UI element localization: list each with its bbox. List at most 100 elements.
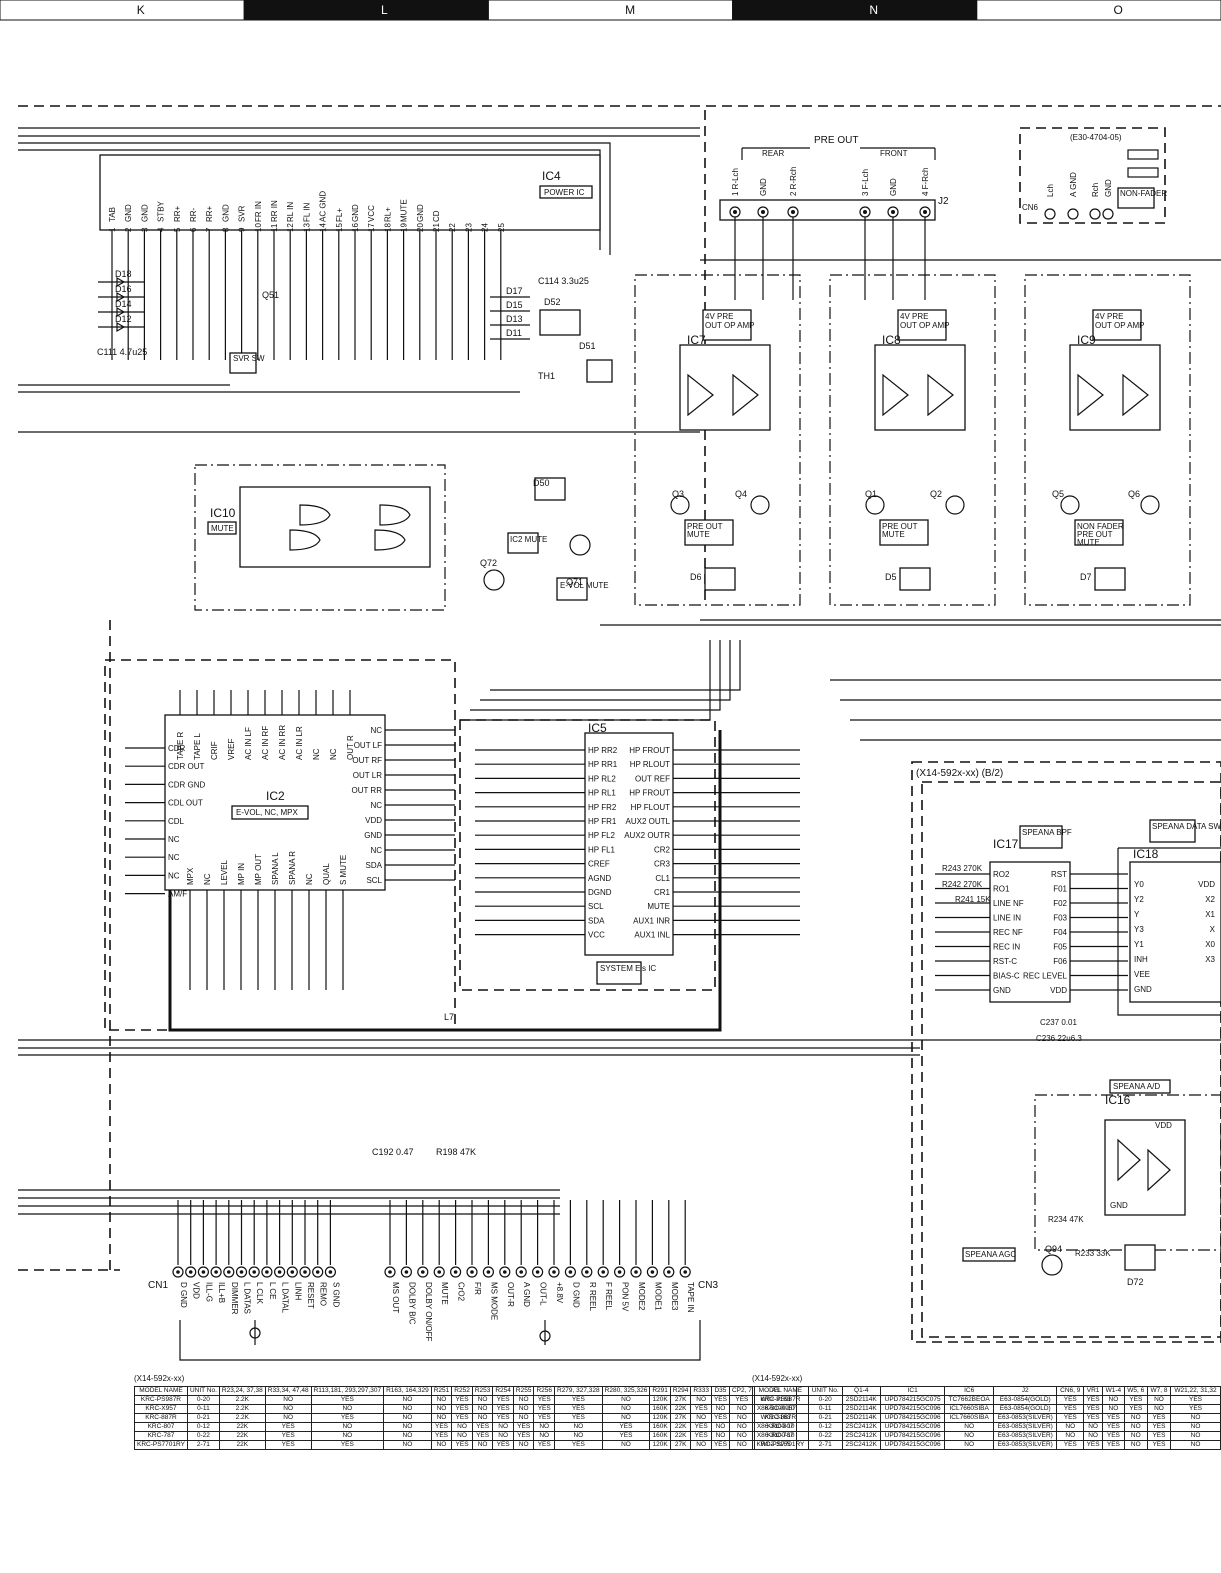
table-cell: YES (1056, 1413, 1085, 1423)
cn3-terminal (679, 1266, 691, 1278)
ic17-right-pin: F05 (1053, 943, 1067, 952)
table-cell: YES (1083, 1395, 1104, 1405)
ic5-right-pin: HP RLOUT (630, 760, 670, 769)
table-cell: YES (310, 1440, 385, 1450)
amp-ic-body (679, 344, 771, 431)
grid-cell (487, 0, 734, 21)
table-cell: E63-0854(GOLD) (993, 1395, 1058, 1405)
op-amp-symbol (1077, 373, 1104, 417)
ic5-right-pin: AUX2 OUTR (624, 831, 670, 840)
amp-name-line: 4V PRE (1095, 312, 1123, 321)
table-header-cell: D35 (710, 1386, 730, 1396)
cn1-terminal (197, 1266, 209, 1278)
table-cell: YES (264, 1422, 312, 1432)
table-cell: UPD784215GC096 (879, 1404, 946, 1414)
label-c111: C111 4.7u25 (97, 347, 147, 357)
table-header-cell: CP2, 7 (728, 1386, 755, 1396)
ic2-ref: IC2 (266, 789, 285, 803)
table-cell: 0-12 (807, 1422, 843, 1432)
ic18-left-pin: INH (1134, 955, 1148, 964)
table-cell: YES (1083, 1404, 1104, 1414)
table-cell: NO (533, 1422, 555, 1432)
ic2-top-pin: AC IN RR (278, 725, 287, 760)
ic4-pin-number: 17 (367, 223, 376, 232)
table-cell: 22K (218, 1422, 266, 1432)
cn3-terminal-center (519, 1270, 523, 1274)
table-cell: 0-21 (186, 1413, 220, 1423)
amp-mute-line: NON FADER (1077, 522, 1124, 531)
cn3-terminal-center (437, 1270, 442, 1274)
ic4-name: POWER IC (544, 188, 585, 197)
table-cell: YES (1146, 1413, 1172, 1423)
mute-transistor (945, 495, 965, 515)
table-cell: NO (728, 1422, 755, 1432)
cn3-terminal (482, 1266, 494, 1278)
cn3-terminal (515, 1266, 527, 1278)
part-ref: L7 (444, 1012, 454, 1022)
table-cell: KRC-807 (134, 1422, 188, 1432)
table-cell: KRC-PS987R (134, 1395, 188, 1405)
cn3-pin-label: +8.8V (555, 1282, 564, 1304)
ic4-pin-name: VCC (367, 205, 376, 222)
cn6-terminal (1102, 208, 1114, 220)
table-header-cell: MODEL NAME (134, 1386, 188, 1396)
ic4-pin-number: 23 (464, 223, 473, 232)
ic4-pin-number: 14 (319, 223, 328, 232)
j2-ref: J2 (938, 196, 949, 207)
table-cell: NO (1123, 1422, 1148, 1432)
ic4-pin-name: GND (124, 204, 133, 222)
ic4-pin-number: 9 (238, 227, 247, 232)
cn1-terminal-center (201, 1270, 206, 1274)
ic17-left-pin: RO1 (993, 885, 1010, 894)
table-cell: NO (264, 1413, 312, 1423)
amp-mute-line: PRE OUT (1077, 530, 1113, 539)
ic4-pin-name: RR+ (205, 205, 214, 222)
table-cell: KRC-887R (752, 1413, 809, 1423)
ic18-left-pin: GND (1134, 985, 1152, 994)
ic2-top-pin: OUT R (346, 735, 355, 760)
ic2-right-pin: GND (364, 831, 382, 840)
cn1-pin-label: D GND (179, 1282, 188, 1308)
op-amp-symbol (687, 373, 714, 417)
table-cell: YES (554, 1440, 603, 1450)
label-r198: R198 47K (436, 1147, 476, 1157)
table-cell: YES (310, 1395, 385, 1405)
ic4-pin-number: 10 (254, 223, 263, 232)
amp-name-line: OUT OP AMP (1095, 321, 1145, 330)
cn1-terminal (274, 1266, 286, 1278)
table-cell: YES (430, 1431, 453, 1441)
grid-column-label: N (869, 3, 878, 17)
diode-symbol (116, 276, 126, 288)
op-amp-symbol (732, 373, 759, 417)
label-r234: R234 47K (1048, 1215, 1084, 1224)
table-cell: NO (690, 1413, 712, 1423)
op-amp-symbol (927, 373, 954, 417)
pre-out-title: PRE OUT (814, 135, 858, 146)
amp-name-line: 4V PRE (705, 312, 733, 321)
amp-name-box (702, 309, 752, 341)
ic5-left-pin: HP FL1 (588, 845, 616, 854)
grid-cell (243, 0, 489, 21)
table-cell: YES (554, 1395, 603, 1405)
table-cell: 2-71 (807, 1440, 843, 1450)
cn6-pin-label: A GND (1069, 172, 1078, 197)
cn1-pin-label: L DATAS (243, 1282, 252, 1314)
cn3-pin-label: CrO2 (457, 1282, 466, 1302)
ic2-left-pin: AM/F (168, 890, 187, 899)
pre-out-rear: REAR (762, 149, 784, 158)
ic5-left-pin: HP RR2 (588, 746, 618, 755)
table-cell: YES (710, 1413, 730, 1423)
cn1-terminal-center (188, 1270, 193, 1274)
part-ref: Q51 (262, 290, 279, 300)
cn3-terminal-center (650, 1270, 655, 1274)
ic2-top-pin: NC (329, 748, 338, 760)
table-cell: 160K (649, 1404, 671, 1414)
table-cell: YES (1146, 1431, 1172, 1441)
table-cell: YES (492, 1404, 514, 1414)
table-cell: NO (383, 1422, 432, 1432)
ic18-left-pin: Y3 (1134, 925, 1144, 934)
cn1-terminal-center (265, 1270, 269, 1274)
